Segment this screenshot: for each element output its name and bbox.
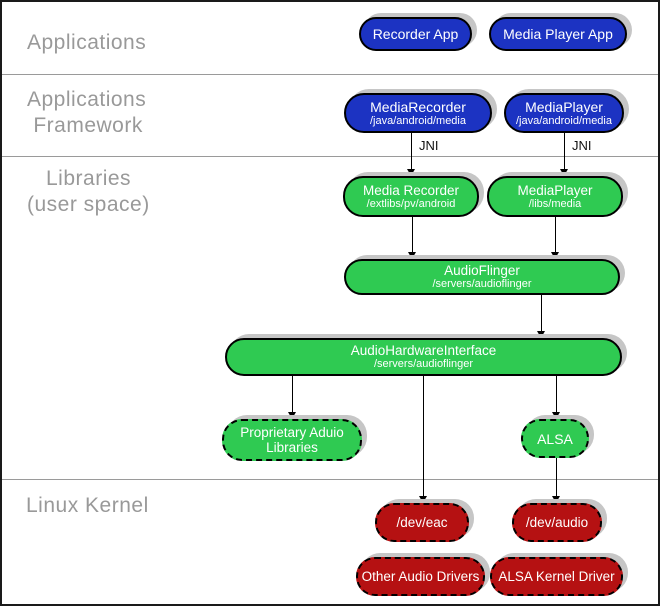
divider-applications-framework — [2, 74, 658, 75]
section-label-applications: Applications — [27, 31, 147, 54]
connector-ahi-alsa — [556, 376, 557, 412]
arrowhead-mediarecorder-audioflinger — [408, 252, 416, 259]
node-dev-audio-label: /dev/audio — [525, 515, 589, 530]
arrowhead-ahi-proprietary — [288, 412, 296, 419]
node-mediaplayer-lib: MediaPlayer /libs/media — [487, 176, 623, 217]
node-mediaplayer-lib-title: MediaPlayer — [517, 182, 593, 198]
node-audioflinger-path: /servers/audioflinger — [432, 278, 532, 290]
node-audio-hardware-interface-title: AudioHardwareInterface — [350, 343, 497, 358]
connector-ahi-dev-eac — [423, 376, 424, 496]
section-label-applications-framework: Applications Framework — [27, 88, 147, 137]
node-proprietary-audio-libraries: Proprietary Aduio Libraries — [222, 419, 362, 461]
divider-libraries-kernel — [2, 479, 658, 480]
node-media-player-app: Media Player App — [489, 17, 627, 51]
node-mediaplayer-framework: MediaPlayer /java/android/media — [504, 93, 624, 133]
node-audio-hardware-interface: AudioHardwareInterface /servers/audiofli… — [225, 338, 622, 376]
node-mediarecorder-framework-path: /java/android/media — [369, 114, 466, 127]
node-recorder-app-label: Recorder App — [372, 26, 459, 42]
node-audioflinger-title: AudioFlinger — [444, 263, 520, 278]
node-mediaplayer-lib-path: /libs/media — [528, 197, 582, 210]
node-dev-eac-label: /dev/eac — [396, 515, 448, 530]
arrowhead-audioflinger-ahi — [537, 331, 545, 338]
connector-audioflinger-ahi — [541, 295, 542, 331]
node-other-audio-drivers-label: Other Audio Drivers — [361, 569, 480, 584]
node-media-player-app-label: Media Player App — [503, 26, 613, 42]
arrowhead-mediaplayer-jni — [560, 169, 568, 176]
node-alsa-kernel-driver: ALSA Kernel Driver — [490, 557, 623, 596]
arrowhead-mediarecorder-jni — [407, 169, 415, 176]
arrowhead-ahi-alsa — [552, 412, 560, 419]
jni-label-left: JNI — [419, 138, 439, 153]
connector-mediarecorder-audioflinger — [412, 217, 413, 252]
divider-framework-libraries — [2, 156, 658, 157]
node-dev-audio: /dev/audio — [512, 503, 602, 542]
node-alsa-kernel-driver-label: ALSA Kernel Driver — [498, 569, 615, 584]
connector-mediarecorder-jni — [411, 133, 412, 169]
node-audio-hardware-interface-path: /servers/audioflinger — [373, 358, 474, 370]
node-alsa: ALSA — [521, 419, 589, 458]
node-media-recorder-lib-path: /extlibs/pv/android — [366, 197, 456, 210]
node-mediaplayer-framework-path: /java/android/media — [515, 114, 612, 127]
node-mediarecorder-framework-title: MediaRecorder — [370, 98, 466, 115]
connector-mediaplayer-audioflinger — [555, 217, 556, 252]
jni-label-right: JNI — [572, 138, 592, 153]
connector-alsa-dev-audio — [556, 458, 557, 496]
node-media-recorder-lib-title: Media Recorder — [362, 182, 460, 198]
node-media-recorder-lib: Media Recorder /extlibs/pv/android — [343, 176, 479, 217]
node-mediaplayer-framework-title: MediaPlayer — [525, 98, 603, 115]
node-other-audio-drivers: Other Audio Drivers — [356, 557, 485, 596]
node-mediarecorder-framework: MediaRecorder /java/android/media — [344, 93, 492, 133]
section-label-linux-kernel: Linux Kernel — [26, 494, 149, 517]
connector-mediaplayer-jni — [564, 133, 565, 169]
node-recorder-app: Recorder App — [359, 17, 472, 51]
node-dev-eac: /dev/eac — [375, 503, 469, 542]
node-alsa-label: ALSA — [537, 430, 573, 447]
arrowhead-alsa-dev-audio — [552, 496, 560, 503]
node-audioflinger: AudioFlinger /servers/audioflinger — [344, 259, 620, 295]
node-proprietary-audio-libraries-line2: Libraries — [266, 440, 318, 455]
node-proprietary-audio-libraries-line1: Proprietary Aduio — [240, 425, 344, 440]
arrowhead-mediaplayer-audioflinger — [551, 252, 559, 259]
arrowhead-ahi-dev-eac — [419, 496, 427, 503]
connector-ahi-proprietary — [292, 376, 293, 412]
section-label-libraries-user-space: Libraries (user space) — [27, 167, 150, 216]
